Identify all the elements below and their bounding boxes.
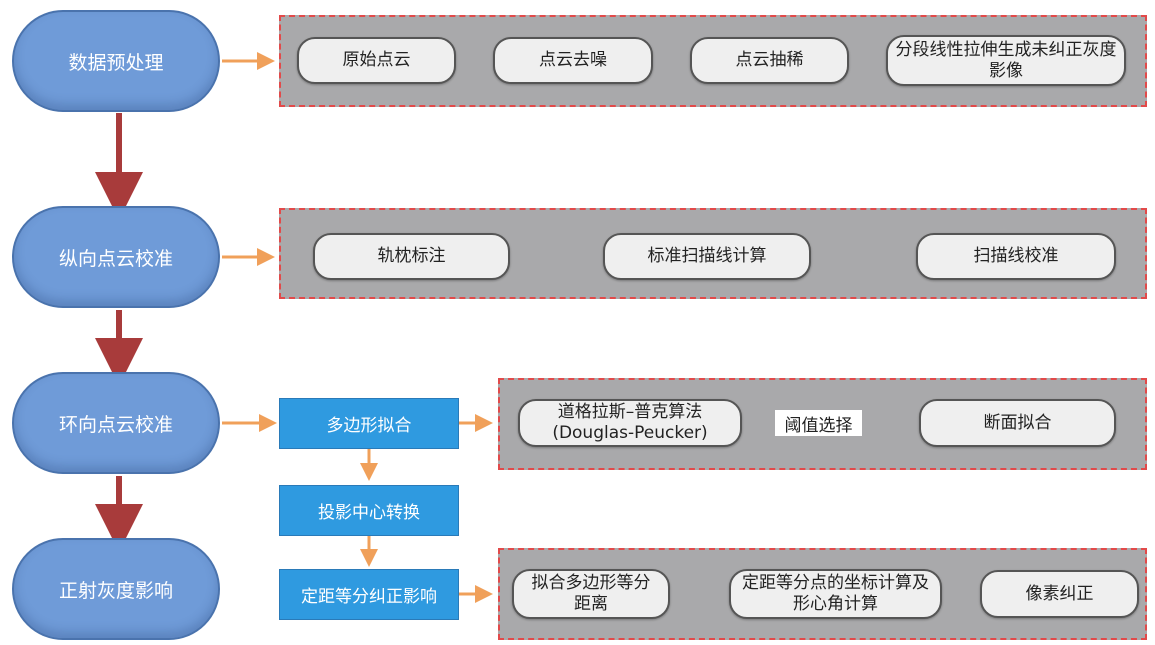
node-thinning: 点云抽稀 — [690, 37, 849, 84]
node-raw-point-cloud: 原始点云 — [297, 37, 456, 84]
edge-label-threshold: 阈值选择 — [775, 410, 862, 436]
stage-data-preprocessing: 数据预处理 — [12, 10, 220, 112]
node-standard-scanline: 标准扫描线计算 — [603, 233, 811, 280]
node-pixel-correction: 像素纠正 — [980, 570, 1139, 618]
node-scanline-calibration: 扫描线校准 — [916, 233, 1116, 280]
node-piecewise-stretch: 分段线性拉伸生成未纠正灰度影像 — [886, 35, 1126, 86]
node-sleeper-annotation: 轨枕标注 — [313, 233, 510, 280]
step-equidistant-correction: 定距等分纠正影响 — [279, 569, 459, 620]
step-polygon-fitting: 多边形拟合 — [279, 398, 459, 449]
step-projection-center-transform: 投影中心转换 — [279, 485, 459, 536]
stage-ortho-gray-image: 正射灰度影响 — [12, 538, 220, 640]
node-section-fitting: 断面拟合 — [919, 399, 1116, 447]
node-douglas-peucker: 道格拉斯–普克算法(Douglas-Peucker) — [518, 399, 742, 447]
node-equal-point-coordinates: 定距等分点的坐标计算及形心角计算 — [729, 569, 942, 619]
node-fit-polygon-equal-distance: 拟合多边形等分距离 — [512, 569, 670, 619]
node-denoise: 点云去噪 — [493, 37, 653, 84]
stage-longitudinal-calibration: 纵向点云校准 — [12, 206, 220, 308]
stage-circumferential-calibration: 环向点云校准 — [12, 372, 220, 474]
